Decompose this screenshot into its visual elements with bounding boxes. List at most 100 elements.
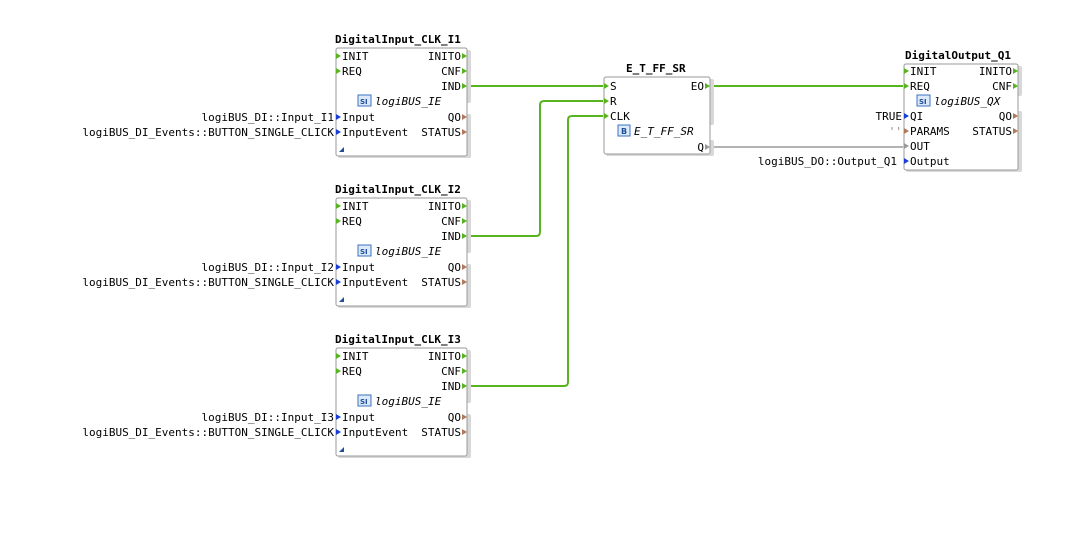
wire-i3-ind-to-ff-clk[interactable]	[469, 115, 603, 387]
event-input-port[interactable]	[336, 53, 341, 59]
event-input-clk: CLK	[610, 110, 630, 123]
event-output-port[interactable]	[462, 368, 467, 374]
event-output-port[interactable]	[462, 83, 467, 89]
data-output-status: STATUS	[421, 276, 461, 289]
block-digitaloutput-q1[interactable]: DigitalOutput_Q1 INIT REQ INITO CNF SI l…	[758, 49, 1022, 172]
data-input-port[interactable]	[336, 264, 341, 270]
event-input-req: REQ	[342, 365, 362, 378]
event-input-init: INIT	[342, 200, 369, 213]
data-input-port[interactable]	[336, 129, 341, 135]
event-output-port[interactable]	[462, 233, 467, 239]
block-type: logiBUS_IE	[375, 395, 442, 408]
event-input-r: R	[610, 95, 617, 108]
param-value[interactable]: logiBUS_DI_Events::BUTTON_SINGLE_CLICK	[82, 426, 334, 439]
event-output-port[interactable]	[462, 203, 467, 209]
data-output-port[interactable]	[462, 414, 467, 420]
data-input-port[interactable]	[904, 128, 909, 134]
event-input-port[interactable]	[604, 83, 609, 89]
event-output-port[interactable]	[462, 383, 467, 389]
param-value[interactable]: ''	[889, 125, 902, 138]
data-output-qo: QO	[999, 110, 1012, 123]
data-output-status: STATUS	[421, 126, 461, 139]
data-output-port[interactable]	[462, 264, 467, 270]
event-input-port[interactable]	[336, 203, 341, 209]
block-e-t-ff-sr[interactable]: E_T_FF_SR S R CLK EO B E_T_FF_SR Q	[603, 62, 714, 156]
data-output-port[interactable]	[1013, 128, 1018, 134]
event-output-cnf: CNF	[441, 65, 461, 78]
data-output-port[interactable]	[462, 114, 467, 120]
event-output-port[interactable]	[462, 53, 467, 59]
event-input-port[interactable]	[904, 68, 909, 74]
param-value[interactable]: logiBUS_DI::Input_I3	[202, 411, 334, 424]
event-output-port[interactable]	[705, 83, 710, 89]
param-value[interactable]: logiBUS_DI_Events::BUTTON_SINGLE_CLICK	[82, 126, 334, 139]
wire-i2-ind-to-ff-r[interactable]	[469, 100, 603, 237]
block-title: DigitalInput_CLK_I3	[335, 333, 461, 346]
event-output-port[interactable]	[1013, 83, 1018, 89]
event-input-port[interactable]	[904, 83, 909, 89]
data-input-inputevent: InputEvent	[342, 276, 408, 289]
data-input-port[interactable]	[336, 429, 341, 435]
event-input-port[interactable]	[336, 353, 341, 359]
event-output-port[interactable]	[1013, 68, 1018, 74]
event-input-port[interactable]	[336, 68, 341, 74]
event-input-req: REQ	[342, 215, 362, 228]
data-input-input: Input	[342, 411, 375, 424]
param-value[interactable]: logiBUS_DI::Input_I1	[202, 111, 334, 124]
service-interface-icon	[916, 94, 931, 107]
event-output-port[interactable]	[462, 353, 467, 359]
event-output-cnf: CNF	[992, 80, 1012, 93]
param-value[interactable]: logiBUS_DI_Events::BUTTON_SINGLE_CLICK	[82, 276, 334, 289]
block-type: logiBUS_QX	[934, 95, 1002, 108]
param-value[interactable]: TRUE	[876, 110, 903, 123]
block-type: logiBUS_IE	[375, 245, 442, 258]
event-input-port[interactable]	[336, 218, 341, 224]
data-output-port[interactable]	[462, 279, 467, 285]
data-output-port[interactable]	[462, 129, 467, 135]
block-digitalinput-clk-i3[interactable]: DigitalInput_CLK_I3 INIT REQ INITO CNF I…	[82, 333, 471, 458]
block-digitalinput-clk-i2[interactable]: DigitalInput_CLK_I2 INIT REQ INITO CNF I…	[82, 183, 471, 308]
basic-block-icon	[617, 124, 631, 137]
data-input-port[interactable]	[904, 158, 909, 164]
connections	[469, 85, 903, 387]
event-input-port[interactable]	[336, 368, 341, 374]
data-output-port[interactable]	[1013, 113, 1018, 119]
data-input-qi: QI	[910, 110, 923, 123]
event-input-init: INIT	[342, 50, 369, 63]
event-input-port[interactable]	[604, 98, 609, 104]
data-input-inputevent: InputEvent	[342, 426, 408, 439]
event-output-port[interactable]	[462, 68, 467, 74]
event-output-inito: INITO	[428, 200, 461, 213]
resize-corner-icon	[339, 297, 344, 302]
data-input-input: Input	[342, 111, 375, 124]
data-input-port[interactable]	[336, 414, 341, 420]
event-output-ind: IND	[441, 230, 461, 243]
data-output-port[interactable]	[705, 144, 710, 150]
event-output-inito: INITO	[428, 350, 461, 363]
event-input-port[interactable]	[604, 113, 609, 119]
data-input-port[interactable]	[336, 279, 341, 285]
service-interface-icon	[357, 94, 372, 107]
block-digitalinput-clk-i1[interactable]: DigitalInput_CLK_I1 INIT REQ INITO CNF I…	[82, 33, 471, 158]
data-input-port[interactable]	[904, 113, 909, 119]
data-section	[603, 137, 711, 155]
data-input-port[interactable]	[336, 114, 341, 120]
resize-corner-icon	[339, 447, 344, 452]
event-output-ind: IND	[441, 380, 461, 393]
data-input-port[interactable]	[904, 143, 909, 149]
param-value[interactable]: logiBUS_DO::Output_Q1	[758, 155, 897, 168]
data-input-input: Input	[342, 261, 375, 274]
data-output-port[interactable]	[462, 429, 467, 435]
block-title: E_T_FF_SR	[626, 62, 686, 75]
svg-text:B: B	[621, 127, 627, 136]
event-output-eo: EO	[691, 80, 704, 93]
event-input-s: S	[610, 80, 617, 93]
param-value[interactable]: logiBUS_DI::Input_I2	[202, 261, 334, 274]
svg-text:SI: SI	[360, 98, 368, 106]
data-output-status: STATUS	[972, 125, 1012, 138]
event-output-cnf: CNF	[441, 365, 461, 378]
data-output-q: Q	[697, 141, 704, 154]
data-input-params: PARAMS	[910, 125, 950, 138]
service-interface-icon	[357, 244, 372, 257]
event-output-port[interactable]	[462, 218, 467, 224]
